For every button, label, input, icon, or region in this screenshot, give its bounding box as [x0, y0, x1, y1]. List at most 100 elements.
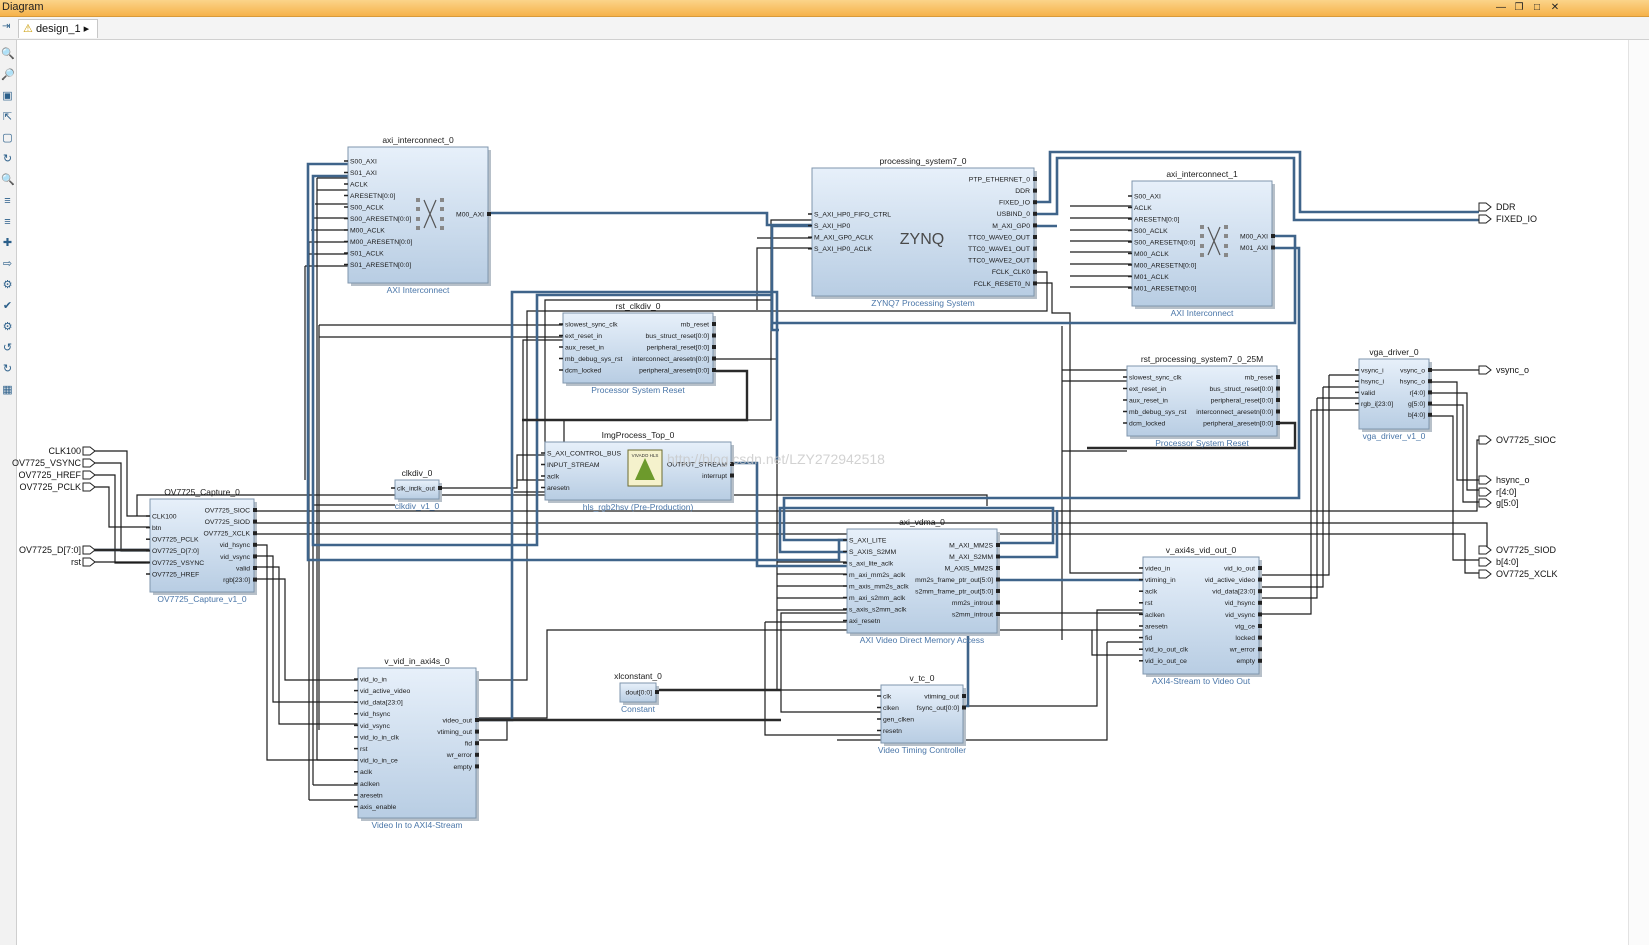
search-icon[interactable]: 🔍	[1, 174, 15, 186]
pin-stub[interactable]	[712, 322, 716, 326]
pin-stub[interactable]	[253, 554, 257, 559]
pin-stub[interactable]	[475, 718, 479, 722]
reset-bus-2[interactable]	[1087, 421, 1297, 450]
pin-stub[interactable]	[1271, 245, 1275, 250]
block-body[interactable]	[880, 684, 964, 744]
port-ov7725-vsync[interactable]: OV7725_VSYNC	[12, 458, 96, 468]
block-body[interactable]	[846, 528, 998, 634]
pin-stub[interactable]	[712, 333, 716, 338]
pin-stub[interactable]	[712, 356, 716, 361]
bus-interface-9[interactable]	[997, 510, 1059, 559]
bus-interface-2[interactable]	[488, 211, 812, 227]
net-wire-58[interactable]	[1429, 404, 1479, 503]
pin-stub[interactable]	[475, 741, 479, 746]
pin-stub[interactable]	[655, 690, 659, 694]
net-wire-67[interactable]	[92, 450, 150, 517]
port-rst[interactable]: rst	[71, 557, 96, 567]
restore-panel-icon[interactable]: ⇥	[2, 21, 11, 32]
bus-interface-3[interactable]	[1034, 150, 1479, 214]
pin-stub[interactable]	[1033, 235, 1037, 239]
vertical-scrollbar[interactable]	[1628, 40, 1649, 945]
net-wire-68[interactable]	[92, 462, 150, 552]
pin-stub[interactable]	[1428, 390, 1432, 395]
net-wire-21[interactable]	[713, 358, 881, 691]
pin-stub[interactable]	[1258, 577, 1262, 582]
add-ip-icon[interactable]: ✚	[2, 237, 13, 249]
net-wire-63[interactable]	[254, 544, 358, 761]
reset-bus[interactable]	[522, 369, 749, 422]
net-wire-78[interactable]	[963, 609, 1143, 707]
bus-interface-6[interactable]	[770, 224, 1297, 325]
pin-stub[interactable]	[1033, 211, 1037, 216]
pin-stub[interactable]	[253, 542, 257, 547]
pin-stub[interactable]	[962, 705, 966, 710]
pin-stub[interactable]	[962, 694, 966, 698]
expand-icon[interactable]: ≡	[4, 216, 11, 228]
pin-stub[interactable]	[1258, 566, 1262, 570]
port-b-4-0-[interactable]: b[4:0]	[1478, 557, 1519, 567]
pin-stub[interactable]	[730, 473, 734, 478]
net-wire-80[interactable]	[837, 642, 1108, 741]
pin-stub[interactable]	[1033, 246, 1037, 251]
net-wire-60[interactable]	[254, 439, 1479, 512]
routing-icon[interactable]: ↻	[2, 153, 13, 165]
block-vga-driver-0[interactable]: vga_driver_0vga_driver_v1_0vsync_ihsync_…	[1355, 347, 1432, 441]
refresh-icon[interactable]: ↺	[2, 342, 13, 354]
pin-stub[interactable]	[253, 566, 257, 570]
net-wire-70[interactable]	[92, 486, 150, 528]
pin-stub[interactable]	[1033, 188, 1037, 193]
pin-stub[interactable]	[1258, 612, 1262, 617]
pin-stub[interactable]	[1276, 398, 1280, 402]
pin-stub[interactable]	[1276, 421, 1280, 425]
port-ov7725-xclk[interactable]: OV7725_XCLK	[1478, 569, 1558, 579]
pin-stub[interactable]	[996, 600, 1000, 605]
pin-stub[interactable]	[996, 566, 1000, 570]
net-wire-65[interactable]	[254, 566, 358, 725]
pin-stub[interactable]	[1428, 412, 1432, 417]
pin-stub[interactable]	[1258, 600, 1262, 605]
port-ov7725-d-7-0-[interactable]: OV7725_D[7:0]	[19, 545, 96, 555]
net-wire-52[interactable]	[1259, 387, 1324, 588]
minimize-icon[interactable]: —	[1496, 2, 1506, 13]
block-body[interactable]	[1126, 365, 1278, 437]
net-wire-81[interactable]	[476, 719, 620, 741]
pin-stub[interactable]	[475, 764, 479, 769]
bus-interface-4[interactable]	[1034, 156, 1479, 222]
pin-stub[interactable]	[1033, 177, 1037, 181]
select-icon[interactable]: ⇱	[2, 111, 13, 123]
pin-stub[interactable]	[996, 554, 1000, 559]
pin-stub[interactable]	[438, 486, 442, 490]
pin-stub[interactable]	[1258, 647, 1262, 652]
pin-stub[interactable]	[487, 212, 491, 216]
pin-stub[interactable]	[1258, 589, 1262, 594]
bus-interface-7[interactable]	[782, 246, 1301, 542]
block-body[interactable]	[347, 146, 489, 284]
port-r-4-0-[interactable]: r[4:0]	[1478, 487, 1517, 497]
port-g-5-0-[interactable]: g[5:0]	[1478, 498, 1519, 508]
pin-stub[interactable]	[253, 508, 257, 512]
zoom-in-icon[interactable]: 🔍	[1, 48, 15, 60]
pin-stub[interactable]	[1033, 269, 1037, 274]
net-wire-28[interactable]	[764, 622, 881, 736]
pin-stub[interactable]	[1276, 375, 1280, 379]
pins-icon[interactable]: ▦	[2, 384, 13, 396]
net-wire-66[interactable]	[254, 578, 358, 681]
block-body[interactable]	[562, 312, 714, 384]
port-ddr[interactable]: DDR	[1478, 202, 1516, 212]
collapse-icon[interactable]: ≡	[4, 195, 11, 207]
bus-interface-8[interactable]	[778, 506, 1055, 554]
pin-stub[interactable]	[996, 577, 1000, 582]
block-body[interactable]	[149, 498, 255, 593]
fit-icon[interactable]: ▢	[2, 132, 13, 144]
